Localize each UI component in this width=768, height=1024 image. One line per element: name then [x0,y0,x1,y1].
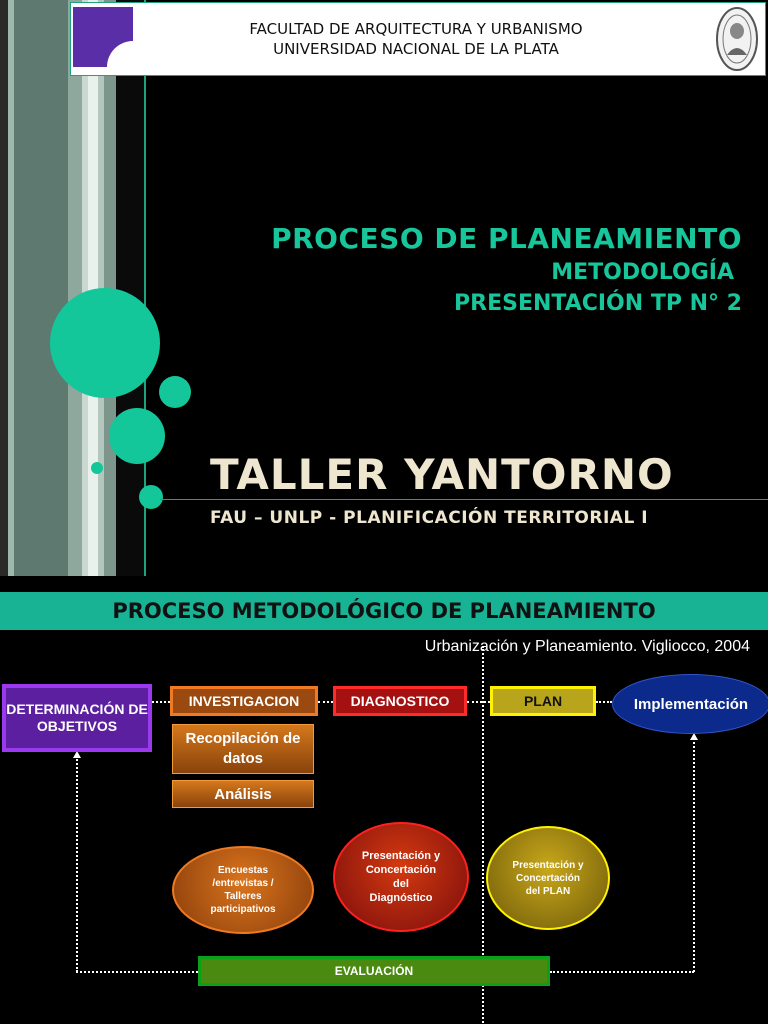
decor-stripe [14,0,68,576]
node-objetivos: DETERMINACIÓN DE OBJETIVOS [2,684,152,752]
feedback-line-bottom-right [550,971,694,973]
title-slide: FACULTAD DE ARQUITECTURA Y URBANISMO UNI… [0,0,768,576]
node-encuestas: Encuestas /entrevistas / Talleres partic… [172,846,314,934]
arrow-up-icon [690,733,698,740]
node-presentacion-plan: Presentación y Concertación del PLAN [486,826,610,930]
node-investigacion: INVESTIGACION [170,686,318,716]
faculty-logo-icon [73,7,133,67]
feedback-line-left [76,756,78,972]
node-presentacion-plan-label: Presentación y Concertación del PLAN [512,859,584,897]
header-line-faculty: FACULTAD DE ARQUITECTURA Y URBANISMO [249,20,583,38]
decor-stripe [82,0,88,576]
divider-vertical-dotted [482,646,484,1024]
decor-stripe [88,0,98,576]
process-title: PROCESO METODOLÓGICO DE PLANEAMIENTO [0,592,768,630]
decor-circle [109,408,165,464]
decor-stripe [0,0,8,576]
node-presentacion-diagnostico-label: Presentación y Concertación del Diagnóst… [361,850,441,904]
decor-stripe [144,0,146,576]
header-banner: FACULTAD DE ARQUITECTURA Y URBANISMO UNI… [70,2,766,76]
node-implementacion: Implementación [612,674,768,734]
feedback-line-right [693,738,695,972]
connector-line [467,701,490,703]
decor-circle [159,376,191,408]
connector-line [318,701,333,703]
feedback-line-bottom-left [76,971,198,973]
citation-text: Urbanización y Planeamiento. Vigliocco, … [424,638,750,655]
decor-circle-small [91,462,103,474]
header-line-university: UNIVERSIDAD NACIONAL DE LA PLATA [273,40,559,58]
taller-heading: TALLER YANTORNO [210,450,674,499]
node-encuestas-label: Encuestas /entrevistas / Talleres partic… [210,865,276,915]
header-text: FACULTAD DE ARQUITECTURA Y URBANISMO UNI… [151,19,681,59]
node-recopilacion: Recopilación de datos [172,724,314,774]
process-slide: PROCESO METODOLÓGICO DE PLANEAMIENTO Urb… [0,588,768,1024]
university-seal-icon [716,7,758,71]
decor-stripe [8,0,14,576]
node-diagnostico: DIAGNOSTICO [333,686,467,716]
node-evaluacion: EVALUACIÓN [198,956,550,986]
slide-title: PROCESO DE PLANEAMIENTO [271,222,742,255]
decor-stripe [68,0,82,576]
slide-subtitle-tp: PRESENTACIÓN TP N° 2 [454,291,742,316]
node-plan: PLAN [490,686,596,716]
decor-stripe [116,0,144,576]
connector-line [596,701,612,703]
divider-line [160,499,768,500]
decor-circle-large [50,288,160,398]
node-analisis: Análisis [172,780,314,808]
slide-subtitle-methodology: METODOLOGÍA [551,260,734,285]
node-presentacion-diagnostico: Presentación y Concertación del Diagnóst… [333,822,469,932]
course-subtitle: FAU – UNLP - PLANIFICACIÓN TERRITORIAL I [210,508,649,528]
connector-line [152,701,170,703]
arrow-up-icon [73,751,81,758]
decor-circle [139,485,163,509]
